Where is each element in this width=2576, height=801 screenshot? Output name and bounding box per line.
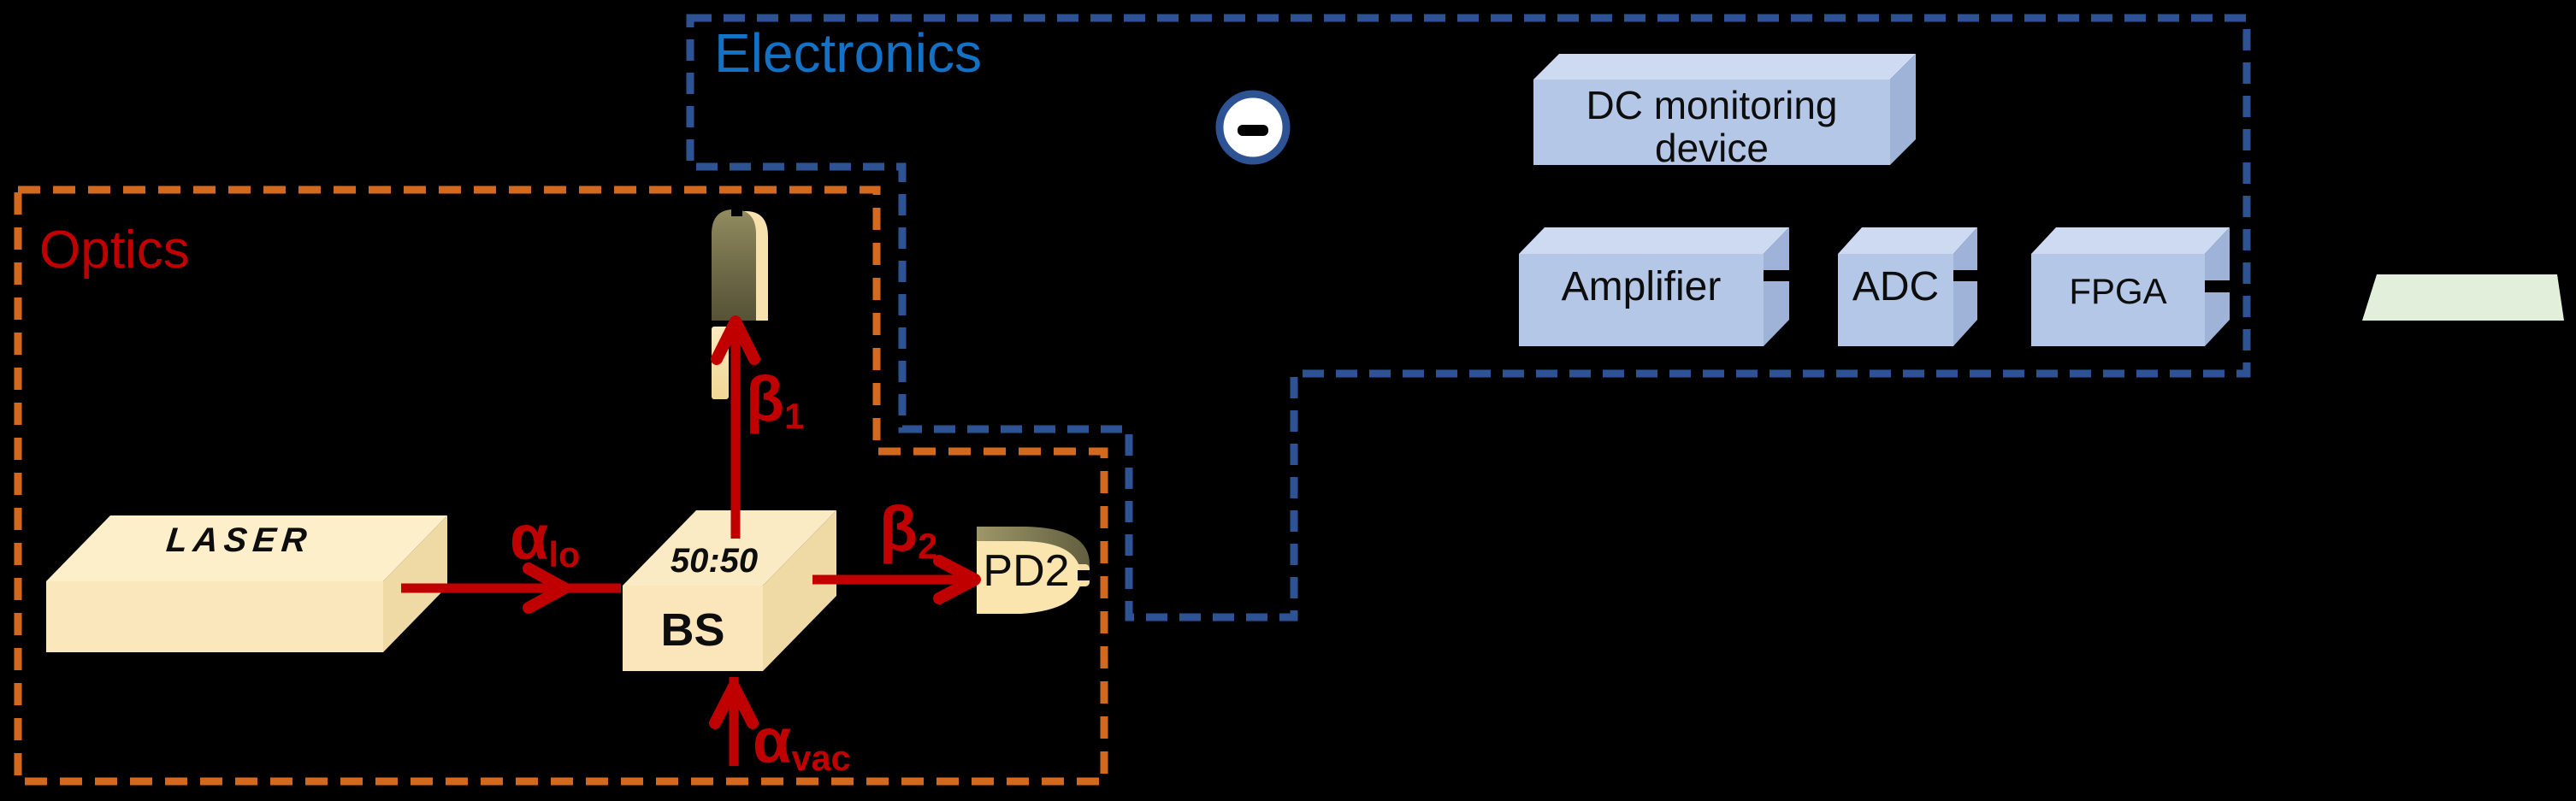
adc-top-face — [1838, 227, 1977, 254]
adc-box — [1838, 227, 1986, 346]
fpga-label: FPGA — [2069, 271, 2167, 311]
beta2-label: β2 — [879, 498, 937, 564]
dc-monitoring-label: DC monitoring device — [1533, 84, 1890, 169]
pd2-label: PD2 — [983, 546, 1070, 596]
dc-front-face — [1533, 80, 1890, 165]
beam-arrows — [401, 315, 981, 766]
alpha-lo-sub: lo — [548, 534, 581, 575]
alpha-vac-arrowhead — [709, 680, 759, 729]
optics-region-label: Optics — [39, 221, 190, 280]
beta1-sub: 1 — [784, 396, 805, 437]
dc-monitoring-label-line1: DC monitoring — [1586, 83, 1838, 127]
laser-label: LASER — [164, 521, 315, 559]
bs-front-face — [623, 586, 763, 671]
dc-monitoring-box — [1533, 54, 1916, 165]
adc-side-face — [1953, 227, 1977, 346]
laser-front-face — [46, 581, 383, 652]
pd1-wire-notch — [731, 207, 742, 216]
alpha-vac-label: αvac — [753, 710, 851, 776]
output-trapezoid — [2362, 274, 2564, 321]
laser-top-face — [46, 515, 447, 581]
adc-label: ADC — [1852, 264, 1940, 309]
electronics-region-border — [686, 14, 2251, 621]
amplifier-front-face — [1519, 254, 1764, 346]
bs-side-face — [763, 510, 836, 671]
alpha-vac-base: α — [753, 705, 792, 776]
adc-wire-notch — [1953, 270, 1986, 281]
fpga-wire-notch — [2205, 280, 2242, 292]
dc-top-face — [1533, 54, 1916, 80]
beta2-arrowhead — [933, 555, 981, 604]
alpha-lo-arrowhead — [523, 562, 570, 614]
subtractor-node — [1215, 90, 1291, 165]
alpha-vac-sub: vac — [791, 738, 851, 779]
pd2-photodiode — [977, 527, 1100, 614]
alpha-lo-label: αlo — [510, 506, 580, 573]
amplifier-top-face — [1519, 227, 1789, 254]
minus-icon — [1238, 125, 1268, 136]
optics-region-border — [14, 186, 1108, 786]
pd2-wire-notch — [1078, 570, 1100, 580]
fpga-front-face — [2031, 254, 2205, 346]
pd2-body — [977, 541, 1082, 614]
dc-side-face — [1890, 54, 1916, 165]
bs-label: BS — [660, 604, 725, 656]
electronics-region-label: Electronics — [714, 22, 982, 84]
amplifier-label: Amplifier — [1561, 264, 1722, 309]
dc-monitoring-label-line2: device — [1655, 126, 1769, 170]
bs-top-face — [623, 510, 836, 586]
beam-splitter-box — [623, 510, 836, 671]
beta2-sub: 2 — [918, 526, 938, 567]
beta2-base: β — [879, 493, 919, 564]
amplifier-side-face — [1764, 227, 1789, 346]
alpha-lo-base: α — [510, 502, 549, 573]
fpga-top-face — [2031, 227, 2230, 254]
beta1-label: β1 — [746, 368, 804, 434]
amplifier-wire-notch — [1764, 270, 1798, 281]
pd1-front-face — [712, 209, 756, 321]
amplifier-box — [1519, 227, 1798, 346]
adc-front-face — [1838, 254, 1953, 346]
beta1-base: β — [746, 363, 785, 434]
beta1-arrowhead — [711, 315, 760, 365]
fpga-box — [2031, 227, 2242, 346]
bs-ratio-label: 50:50 — [670, 542, 759, 580]
